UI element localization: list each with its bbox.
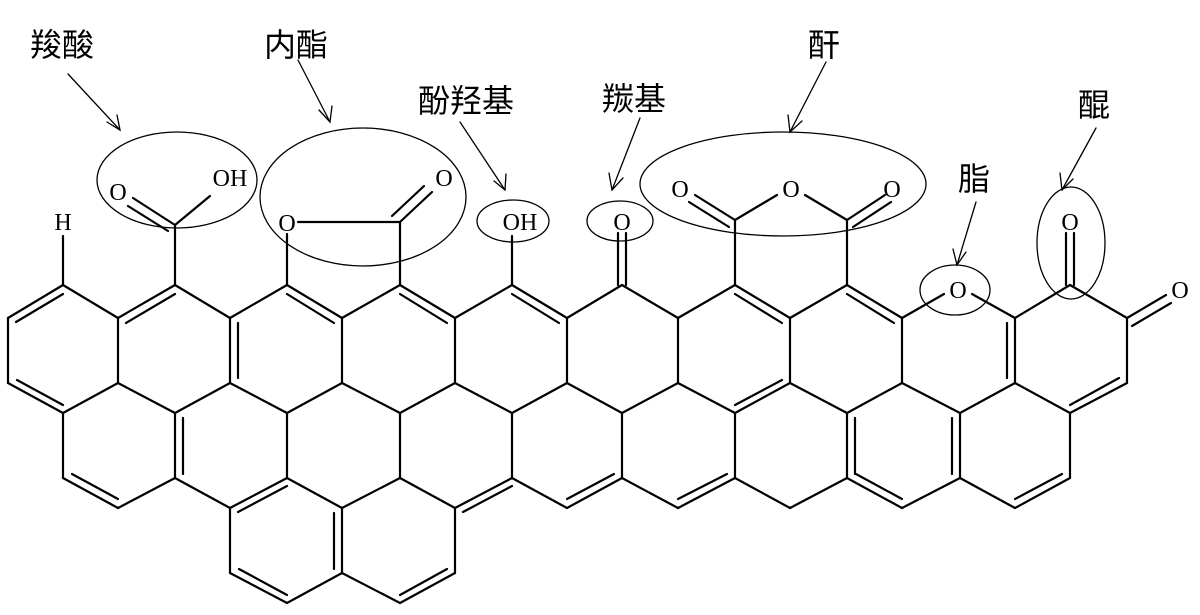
atom-carboxyl-oh: OH (213, 166, 248, 192)
label-quinone: 醌 (1078, 86, 1110, 124)
atom-quinone-o-right: O (1171, 278, 1188, 304)
substituent-bonds (126, 184, 1173, 328)
group-highlights (96, 127, 1106, 316)
atom-lactone-o: O (435, 166, 452, 192)
phenol-arrow (459, 121, 506, 191)
atom-lactone-ring-o: O (278, 211, 295, 237)
anhydride-arrow (789, 61, 827, 133)
atom-anhydride-o-right: O (883, 177, 900, 203)
atom-anhydride-o-bridge: O (782, 177, 799, 203)
ether-arrow (956, 201, 977, 266)
phenol-highlight (476, 199, 550, 243)
lactone-arrow (297, 59, 331, 123)
label-anhydride: 酐 (808, 26, 840, 64)
carbonyl-highlight (586, 200, 654, 242)
atom-quinone-o: O (1061, 210, 1078, 236)
quinone-arrow (1061, 127, 1097, 191)
label-carboxyl: 羧酸 (30, 26, 94, 64)
carboxyl-arrow (67, 73, 121, 131)
atom-ether-o: O (949, 278, 966, 304)
quinone-highlight (1036, 186, 1106, 300)
atom-anhydride-o-left: O (671, 177, 688, 203)
atom-h: H (54, 210, 71, 236)
lactone-highlight (259, 127, 467, 267)
group-labels: 羧酸 内酯 酚羟基 羰基 酐 脂 醌 (30, 26, 1110, 198)
pointer-arrows (67, 59, 1097, 267)
atom-phenol-oh: OH (503, 210, 538, 236)
atom-carbonyl-o: O (613, 210, 630, 236)
anhydride-highlight (639, 131, 927, 237)
label-ether: 脂 (958, 160, 990, 198)
carbon-skeleton (6, 234, 1129, 605)
ether-highlight (919, 264, 991, 316)
atom-labels: H O OH O O OH O O O O O O O (54, 166, 1188, 304)
label-lactone: 内酯 (264, 26, 328, 64)
label-phenol: 酚羟基 (418, 82, 514, 120)
atom-carboxyl-o: O (109, 180, 126, 206)
label-carbonyl: 羰基 (602, 80, 666, 118)
carboxyl-highlight (96, 131, 258, 229)
carbonyl-arrow (611, 117, 641, 191)
